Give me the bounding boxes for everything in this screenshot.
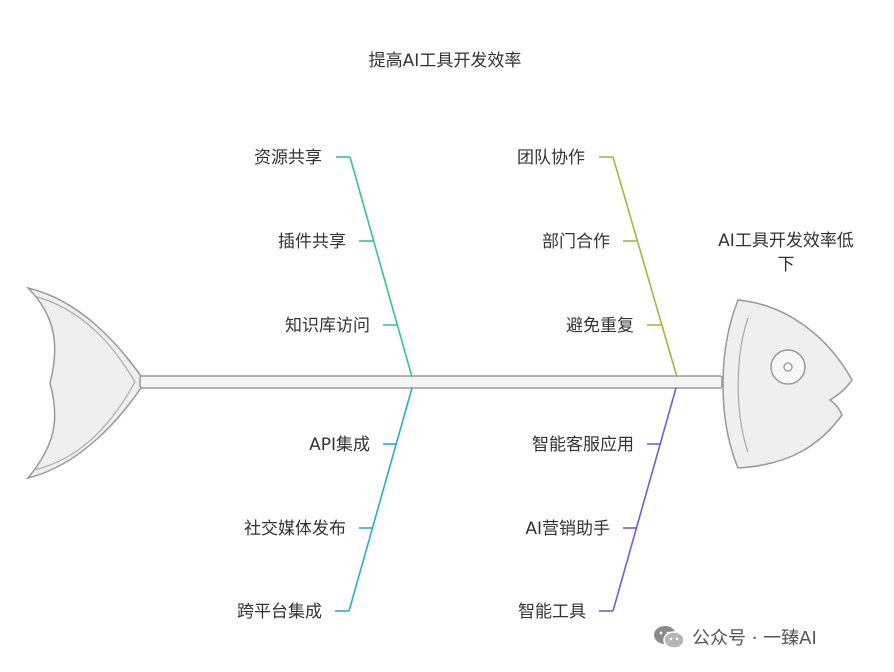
fish-gill xyxy=(737,317,749,453)
branch-bone xyxy=(612,387,677,612)
fish-pupil xyxy=(783,362,793,372)
cause-label: 智能客服应用 xyxy=(532,435,634,455)
fish-spine xyxy=(139,375,723,389)
cause-label: AI营销助手 xyxy=(525,519,610,539)
watermark: 公众号 · 一臻AI xyxy=(652,624,817,650)
effect-label-line-2: 下 xyxy=(778,255,795,275)
cause-label: 避免重复 xyxy=(566,316,634,336)
cause-label: 社交媒体发布 xyxy=(244,519,346,539)
branch-bone xyxy=(612,156,678,378)
cause-label: 插件共享 xyxy=(278,232,346,252)
branch-api-integration: API集成 社交媒体发布 跨平台集成 xyxy=(237,387,413,622)
effect-label-line-1: AI工具开发效率低 xyxy=(718,231,854,251)
branch-team-collaboration: 团队协作 部门合作 避免重复 xyxy=(517,148,678,378)
cause-label: 部门合作 xyxy=(542,232,610,252)
cause-label: 资源共享 xyxy=(254,148,322,168)
branch-bone xyxy=(349,156,413,378)
branch-resource-sharing: 资源共享 插件共享 知识库访问 xyxy=(254,148,413,378)
cause-label: 知识库访问 xyxy=(285,316,370,336)
cause-label: 团队协作 xyxy=(517,148,585,168)
branch-smart-applications: 智能客服应用 AI营销助手 智能工具 xyxy=(518,387,677,622)
cause-label: API集成 xyxy=(309,435,370,455)
diagram-title: 提高AI工具开发效率 xyxy=(369,51,522,71)
cause-label: 跨平台集成 xyxy=(237,602,322,622)
watermark-text: 公众号 · 一臻AI xyxy=(692,628,817,649)
fish-tail-inner xyxy=(33,295,136,471)
fish-tail xyxy=(25,286,146,480)
wechat-icon xyxy=(654,626,685,649)
branch-bone xyxy=(348,387,413,612)
cause-label: 智能工具 xyxy=(518,602,586,622)
fish-eye xyxy=(770,349,806,385)
